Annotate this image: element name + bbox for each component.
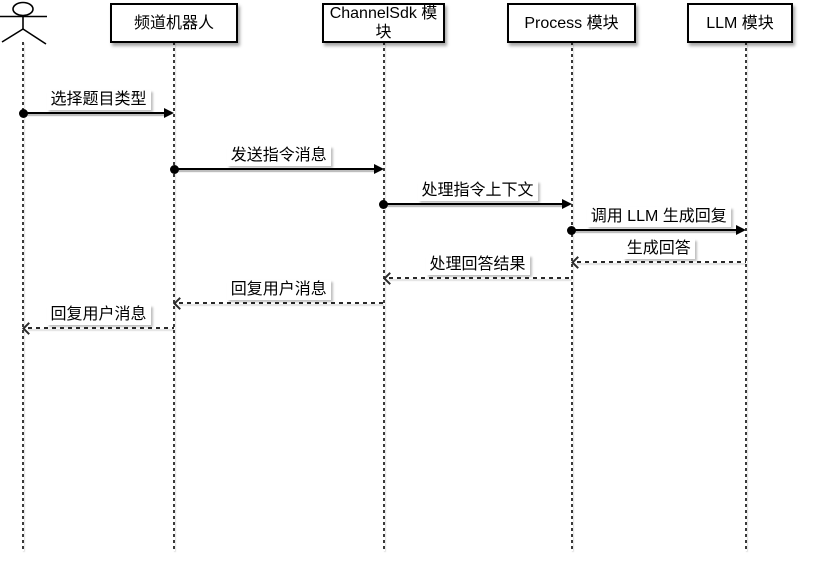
participant-label: ChannelSdk 模块: [329, 5, 438, 41]
participant-label: 频道机器人: [133, 14, 214, 32]
participant-label: LLM 模块: [706, 14, 774, 32]
message-origin-dot: [379, 199, 388, 209]
actor-icon: [0, 1, 47, 45]
lifeline-bot: [173, 42, 175, 551]
lifeline-llm: [745, 42, 747, 551]
message-label: 回复用户消息: [46, 305, 151, 325]
message-return-line: [388, 277, 572, 279]
arrowhead-filled-icon: [561, 199, 572, 209]
lifeline-process: [570, 42, 573, 551]
message-return-line: [576, 261, 746, 263]
arrowhead-filled-icon: [164, 108, 174, 118]
message-label: 调用 LLM 生成回复: [586, 207, 731, 227]
message-line: [383, 203, 563, 205]
message-label: 选择题目类型: [46, 90, 151, 110]
lifeline-user: [22, 42, 24, 551]
message-label: 处理回答结果: [425, 255, 530, 275]
message-label: 生成回答: [622, 239, 695, 259]
participant-process: Process 模块: [507, 3, 636, 43]
message-line: [571, 229, 737, 231]
message-line: [174, 168, 375, 170]
message-return-line: [179, 302, 384, 304]
arrowhead-open-icon: [22, 322, 35, 335]
arrowhead-open-icon: [173, 297, 186, 310]
message-label: 发送指令消息: [226, 146, 331, 166]
participant-bot: 频道机器人: [110, 3, 238, 43]
arrowhead-filled-icon: [736, 225, 746, 235]
participant-label: Process 模块: [524, 14, 619, 32]
message-origin-dot: [169, 164, 179, 174]
message-label: 回复用户消息: [226, 280, 331, 300]
message-line: [23, 112, 165, 114]
message-label: 处理指令上下文: [417, 181, 538, 201]
lifeline-sdk: [382, 42, 385, 551]
arrowhead-filled-icon: [373, 164, 384, 174]
message-origin-dot: [18, 108, 28, 118]
participant-sdk: ChannelSdk 模块: [322, 3, 445, 43]
message-return-line: [28, 327, 174, 329]
message-origin-dot: [567, 225, 576, 235]
participant-llm: LLM 模块: [687, 3, 793, 43]
arrowhead-open-icon: [570, 256, 584, 269]
arrowhead-open-icon: [382, 272, 396, 285]
